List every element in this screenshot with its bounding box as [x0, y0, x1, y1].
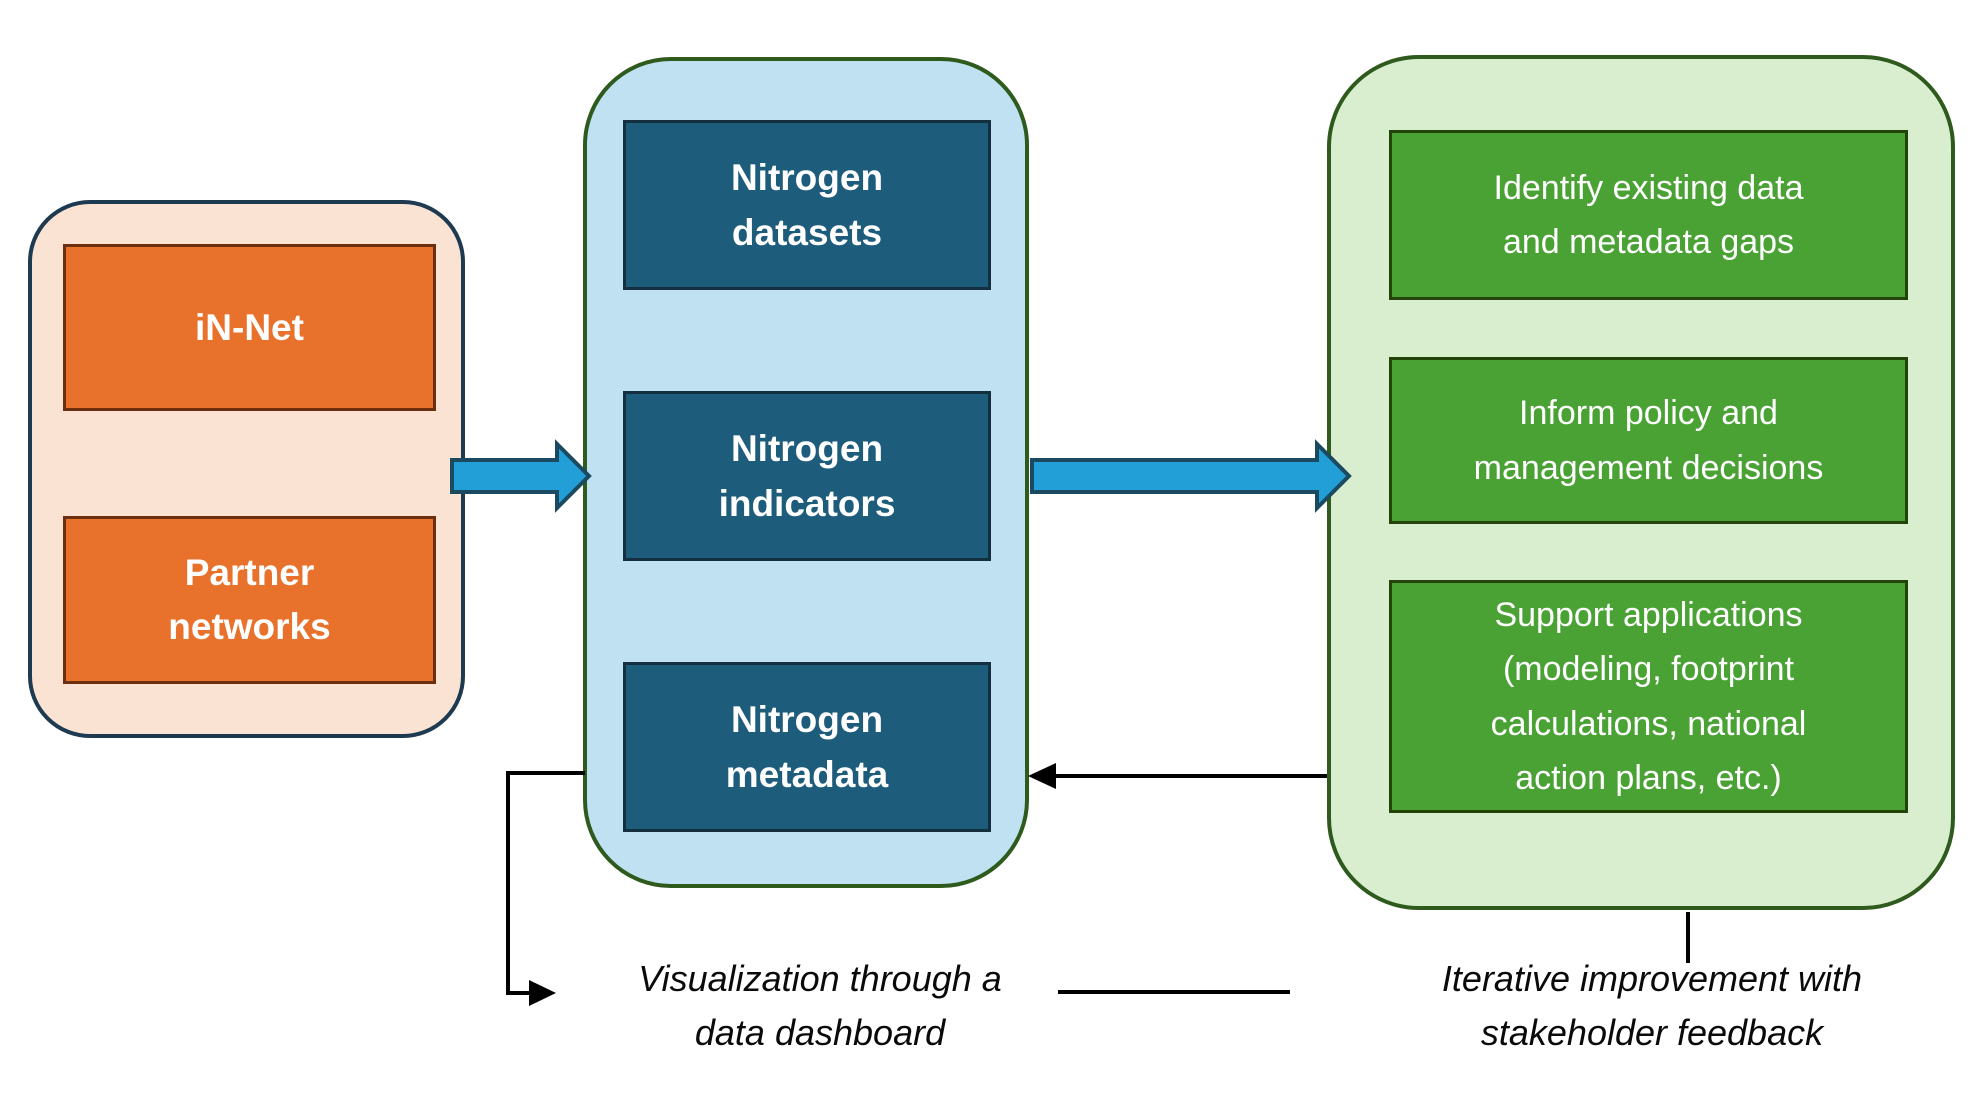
flow-arrow-sources-to-data — [450, 439, 592, 513]
caption-line: stakeholder feedback — [1480, 1012, 1824, 1053]
dashboard-caption: Visualization through a data dashboard — [570, 952, 1070, 1060]
box-label-line: calculations, national — [1490, 704, 1807, 743]
box-label-line: datasets — [731, 212, 883, 253]
dashboard-connector-arrow-head — [529, 980, 556, 1006]
outcomes-panel: Identify existing data and metadata gaps… — [1327, 55, 1955, 910]
flow-arrow-data-to-outcomes — [1030, 439, 1352, 513]
box-label-line: Nitrogen — [730, 427, 884, 469]
box-label-line: indicators — [718, 483, 896, 524]
box-label-line: Support applications — [1494, 595, 1803, 634]
feedback-arrow-head — [1028, 763, 1056, 789]
partner-networks-box-label: Partner networks — [168, 546, 330, 653]
caption-line: Visualization through a — [638, 958, 1002, 999]
caption-line: Iterative improvement with — [1441, 958, 1863, 999]
box-label-line: management decisions — [1473, 448, 1824, 487]
innet-box-label: iN-Net — [195, 301, 304, 355]
box-label-line: action plans, etc.) — [1515, 758, 1782, 797]
box-label-line: Nitrogen — [730, 698, 884, 740]
identify-gaps-box: Identify existing data and metadata gaps — [1389, 130, 1908, 300]
nitrogen-indicators-box: Nitrogen indicators — [623, 391, 991, 561]
box-label-line: Nitrogen — [730, 156, 884, 198]
feedback-caption: Iterative improvement with stakeholder f… — [1368, 952, 1936, 1060]
box-label-line: networks — [168, 606, 331, 647]
innet-box: iN-Net — [63, 244, 436, 411]
nitrogen-datasets-box: Nitrogen datasets — [623, 120, 991, 290]
identify-gaps-box-label: Identify existing data and metadata gaps — [1494, 161, 1804, 270]
inform-policy-box-label: Inform policy and management decisions — [1474, 386, 1824, 495]
partner-networks-box: Partner networks — [63, 516, 436, 684]
nitrogen-data-panel: Nitrogen datasets Nitrogen indicators Ni… — [583, 57, 1029, 888]
box-label-line: Identify existing data — [1493, 168, 1804, 207]
inform-policy-box: Inform policy and management decisions — [1389, 357, 1908, 524]
sources-panel: iN-Net Partner networks — [28, 200, 465, 738]
box-label-line: (modeling, footprint — [1502, 650, 1795, 689]
box-label-line: and metadata gaps — [1502, 223, 1795, 261]
box-label-line: Partner — [184, 552, 315, 594]
support-applications-box-label: Support applications (modeling, footprin… — [1491, 588, 1807, 806]
box-label-line: metadata — [725, 754, 889, 795]
nitrogen-datasets-box-label: Nitrogen datasets — [731, 150, 883, 261]
box-label-line: Inform policy and — [1519, 394, 1778, 433]
caption-line: data dashboard — [694, 1012, 946, 1053]
nitrogen-metadata-box: Nitrogen metadata — [623, 662, 991, 832]
nitrogen-indicators-box-label: Nitrogen indicators — [719, 421, 896, 532]
nitrogen-metadata-box-label: Nitrogen metadata — [726, 692, 888, 803]
support-applications-box: Support applications (modeling, footprin… — [1389, 580, 1908, 813]
box-label-line: iN-Net — [195, 306, 304, 348]
